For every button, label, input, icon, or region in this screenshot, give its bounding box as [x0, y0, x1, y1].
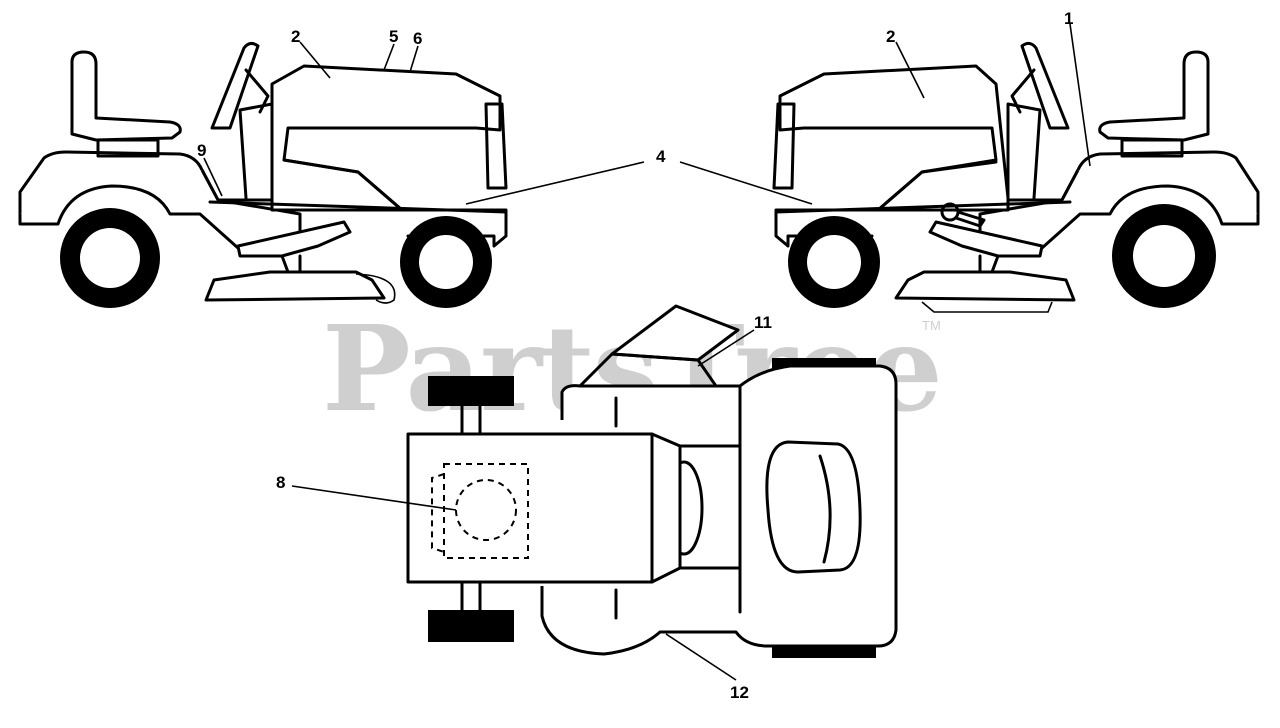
deck-hanger-left	[280, 254, 302, 274]
callout-9: 9	[197, 141, 206, 160]
seat-back-outline-top	[431, 473, 445, 553]
seat-base-right	[1120, 138, 1184, 158]
leader-6	[409, 45, 419, 73]
rear-body-top	[406, 432, 654, 584]
dash-left	[238, 102, 274, 200]
seat-right	[1098, 50, 1210, 142]
hood-line-left	[282, 158, 404, 212]
hood-right	[778, 64, 1010, 212]
dash-right	[1006, 102, 1042, 200]
leader-12	[665, 633, 737, 681]
callout-5: 5	[389, 27, 398, 46]
rear-tire-top-left	[428, 376, 514, 406]
callout-8: 8	[276, 473, 285, 492]
leader-5	[383, 43, 395, 71]
seat-outline-top	[443, 463, 529, 559]
fuel-cap-outline-top	[455, 479, 517, 541]
steering-wheel-left	[210, 41, 260, 130]
hood-line-right	[876, 160, 998, 212]
callout-4: 4	[656, 147, 666, 166]
footrest-right	[928, 220, 1044, 258]
deck-hanger-right	[978, 254, 1000, 274]
footrest-left	[236, 220, 352, 258]
steering-wheel-right	[1020, 41, 1070, 130]
rear-wheel-hub-right	[1133, 225, 1195, 287]
grille-right	[772, 102, 796, 190]
chute-edge-top	[576, 352, 718, 390]
callout-11: 11	[754, 313, 772, 332]
leader-2-left	[299, 41, 331, 79]
callout-labels: 2 5 6 9 2 1 4 8 11 12	[197, 9, 1073, 702]
leader-1	[1069, 23, 1091, 167]
deck-plate-right	[921, 301, 1053, 313]
grille-left	[484, 102, 508, 190]
seat-base-left	[96, 138, 160, 158]
tractor-top-view	[406, 304, 898, 658]
leader-8	[291, 485, 457, 511]
callout-1: 1	[1064, 9, 1073, 28]
mower-deck-left	[204, 270, 386, 302]
front-grille-top	[765, 440, 862, 574]
leader-11	[697, 329, 755, 367]
front-wheel-hub-left	[419, 235, 473, 289]
callout-2-left: 2	[291, 27, 300, 46]
seat-left	[70, 50, 182, 142]
callout-2-right: 2	[886, 27, 895, 46]
leader-2-right	[895, 41, 925, 99]
tractor-left-side-view	[18, 41, 508, 308]
rear-tire-top-right	[428, 610, 514, 642]
rear-axle-top	[460, 404, 482, 612]
callout-6: 6	[413, 29, 422, 48]
leader-4-left	[465, 161, 645, 205]
rear-wheel-hub-left	[80, 228, 140, 288]
watermark-trademark: TM	[922, 318, 941, 333]
deck-chute-left	[355, 273, 396, 304]
lift-lever-right	[954, 210, 986, 228]
leader-9	[203, 157, 223, 197]
callout-12: 12	[730, 683, 749, 702]
leader-4-right	[679, 161, 813, 205]
dash-bevel-top	[650, 432, 682, 584]
hood-left	[270, 64, 502, 212]
rear-fender-left	[18, 169, 302, 250]
tractor-right-side-view	[772, 41, 1260, 313]
front-wheel-hub-right	[807, 235, 861, 289]
rear-fender-right	[978, 169, 1260, 250]
grille-curve-top	[818, 454, 832, 564]
mower-deck-right	[894, 270, 1076, 302]
callout-leaders	[203, 23, 1091, 681]
